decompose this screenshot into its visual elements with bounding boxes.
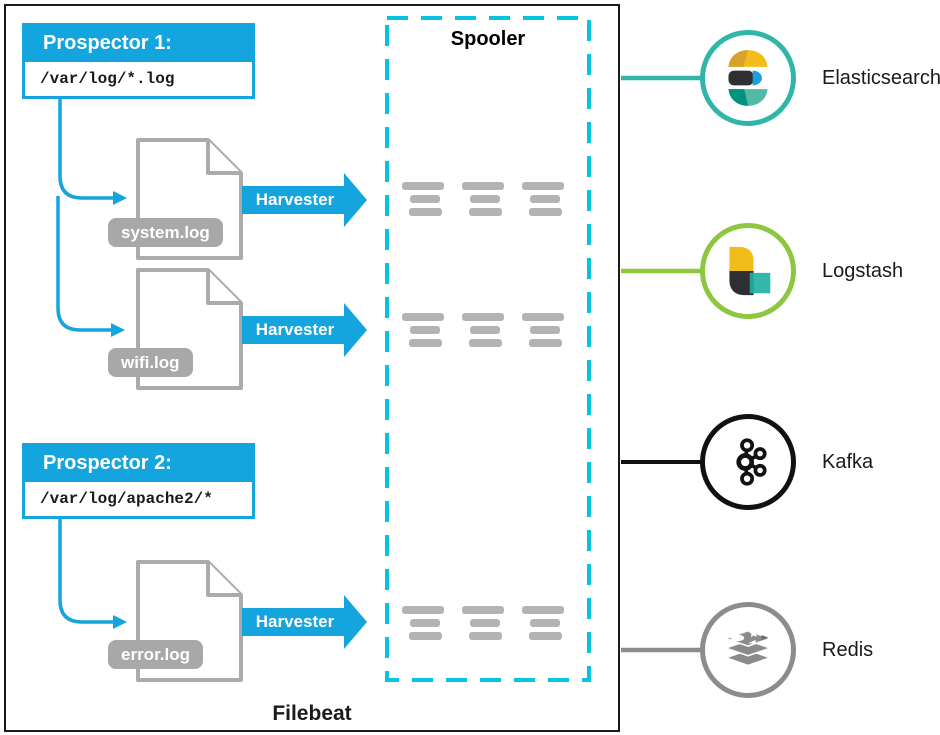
logstash-node [700,223,796,319]
prospector-1-title: Prospector 1: [25,26,252,62]
prospector-2-title: Prospector 2: [25,446,252,482]
prospector-1-box: Prospector 1: /var/log/*.log [22,23,255,99]
spooler-queue-row [385,606,591,648]
prospector-2-path: /var/log/apache2/* [25,482,252,516]
harvester-label: Harvester [255,190,335,209]
queued-events-icon [522,182,564,216]
queued-events-icon [402,313,444,347]
redis-label: Redis [822,639,874,661]
harvester-arrow-3: Harvester [242,593,368,651]
queued-events-icon [462,606,504,640]
harvester-label: Harvester [255,320,335,339]
harvester-arrow-2: Harvester [242,301,368,359]
harvester-arrow-1: Harvester [242,171,368,229]
kafka-label: Kafka [822,451,874,473]
queued-events-icon [402,182,444,216]
queued-events-icon [462,313,504,347]
logstash-label: Logstash [822,260,904,282]
elasticsearch-node [700,30,796,126]
prospector-1-path: /var/log/*.log [25,62,252,96]
logstash-icon [729,246,771,296]
file-label-system-log: system.log [108,218,223,247]
harvester-label: Harvester [255,612,335,631]
queued-events-icon [522,313,564,347]
spooler-title: Spooler [450,28,526,50]
prospector-2-box: Prospector 2: /var/log/apache2/* [22,443,255,519]
elasticsearch-icon [728,50,768,106]
file-label-wifi-log: wifi.log [108,348,193,377]
file-label-error-log: error.log [108,640,203,669]
elasticsearch-label: Elasticsearch [822,67,940,89]
spooler-box: Spooler [385,16,591,682]
queued-events-icon [462,182,504,216]
kafka-icon [736,438,767,486]
spooler-queue-row [385,313,591,355]
spooler-queue-row [385,182,591,224]
redis-icon [725,628,771,667]
kafka-node [700,414,796,510]
queued-events-icon [402,606,444,640]
filebeat-title: Filebeat [272,702,352,725]
redis-node [700,602,796,698]
queued-events-icon [522,606,564,640]
